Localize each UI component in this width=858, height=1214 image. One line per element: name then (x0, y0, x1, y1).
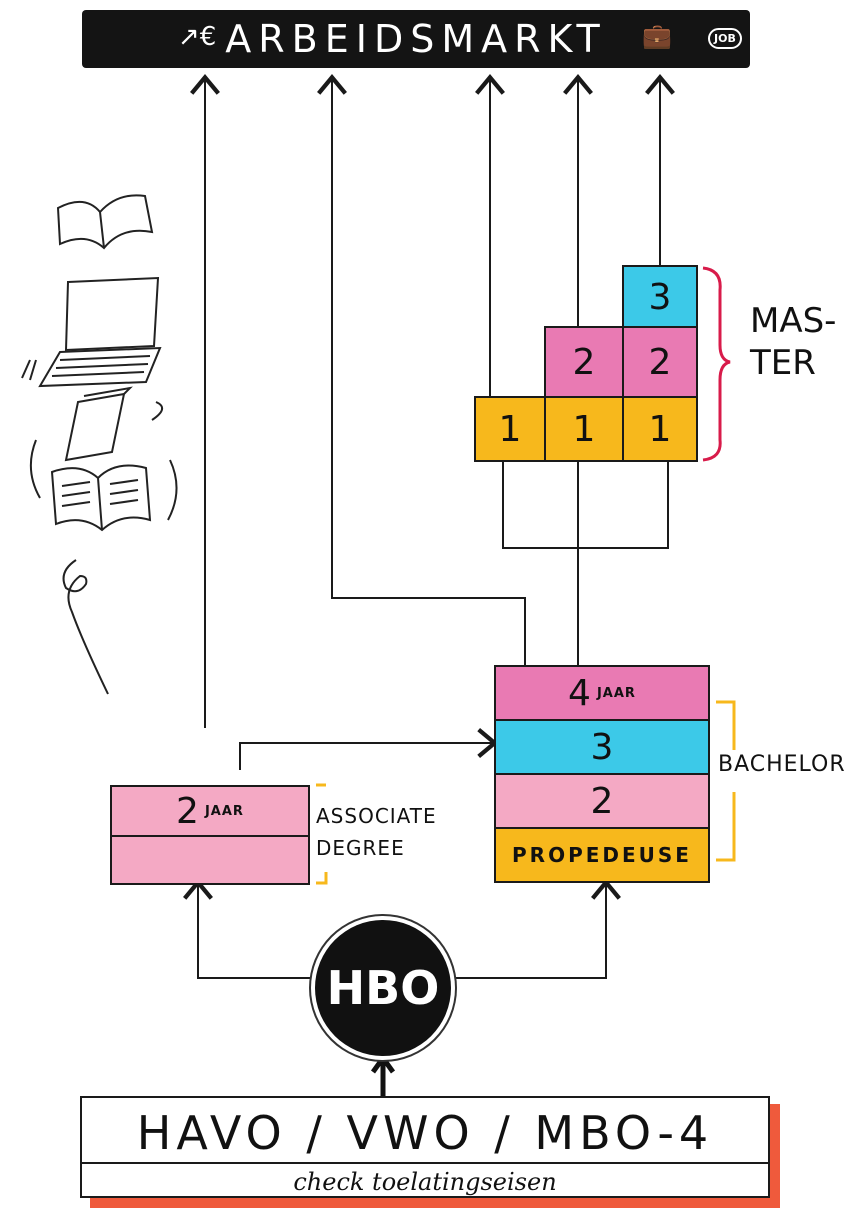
hbo-circle: HBO (315, 920, 451, 1056)
entry-subtitle: check toelatingseisen (82, 1162, 768, 1196)
briefcase-icon: 💼 (642, 22, 672, 50)
bachelor-bracket (716, 700, 736, 862)
master-year1-block-1: 1 (474, 396, 546, 462)
associate-degree-label: ASSOCIATE DEGREE (316, 800, 437, 864)
associate-year1-block (110, 835, 310, 885)
master-year1-block-2: 1 (544, 396, 624, 462)
labor-market-banner: ↗€ ARBEIDSMARKT 💼 JOB (82, 10, 750, 68)
ad-bracket (316, 783, 328, 885)
entry-requirements-box: HAVO / VWO / MBO-4 check toelatingseisen (80, 1096, 780, 1208)
master-year2-block-1: 2 (544, 326, 624, 398)
bachelor-year3-block: 3 (494, 719, 710, 775)
associate-years-unit: JAAR (204, 803, 244, 819)
growth-euro-icon: ↗€ (178, 22, 217, 52)
bachelor-year4-number: 4 (568, 672, 591, 714)
entry-box: HAVO / VWO / MBO-4 check toelatingseisen (80, 1096, 770, 1198)
swirl-doodle (62, 559, 109, 695)
bachelor-year2-block: 2 (494, 773, 710, 829)
master-bracket (702, 266, 731, 462)
entry-title: HAVO / VWO / MBO-4 (136, 1106, 714, 1160)
bachelor-year4-block: 4 JAAR (494, 665, 710, 721)
books-laptop-doodle (21, 194, 178, 695)
ad-to-bachelor-arrow (239, 728, 498, 770)
banner-title: ARBEIDSMARKT (225, 17, 607, 61)
bachelor-label: BACHELOR (718, 752, 846, 777)
bachelor-year4-unit: JAAR (596, 685, 636, 701)
master-year3-block: 3 (622, 265, 698, 329)
bachelor-propedeuse-block: PROPEDEUSE (494, 827, 710, 883)
master-label-line2: TER (750, 343, 816, 383)
open-book-2-icon (29, 439, 178, 532)
associate-year2-block: 2 JAAR (110, 785, 310, 837)
associate-years-number: 2 (176, 790, 199, 832)
master-year2-block-2: 2 (622, 326, 698, 398)
master-year1-block-3: 1 (622, 396, 698, 462)
master-label: MAS- TER (750, 300, 836, 384)
laptop-icon (21, 276, 162, 388)
associate-label-line2: DEGREE (316, 836, 405, 860)
hbo-to-bachelor-arrow (452, 879, 621, 979)
job-bubble-icon: JOB (708, 28, 742, 49)
bachelor-to-market-arrow (317, 74, 526, 665)
master-label-line1: MAS- (750, 301, 837, 341)
open-book-icon (56, 194, 154, 250)
book-stack-icon (64, 386, 163, 462)
hbo-to-ad-arrow (183, 879, 316, 979)
associate-label-line1: ASSOCIATE (316, 804, 437, 828)
